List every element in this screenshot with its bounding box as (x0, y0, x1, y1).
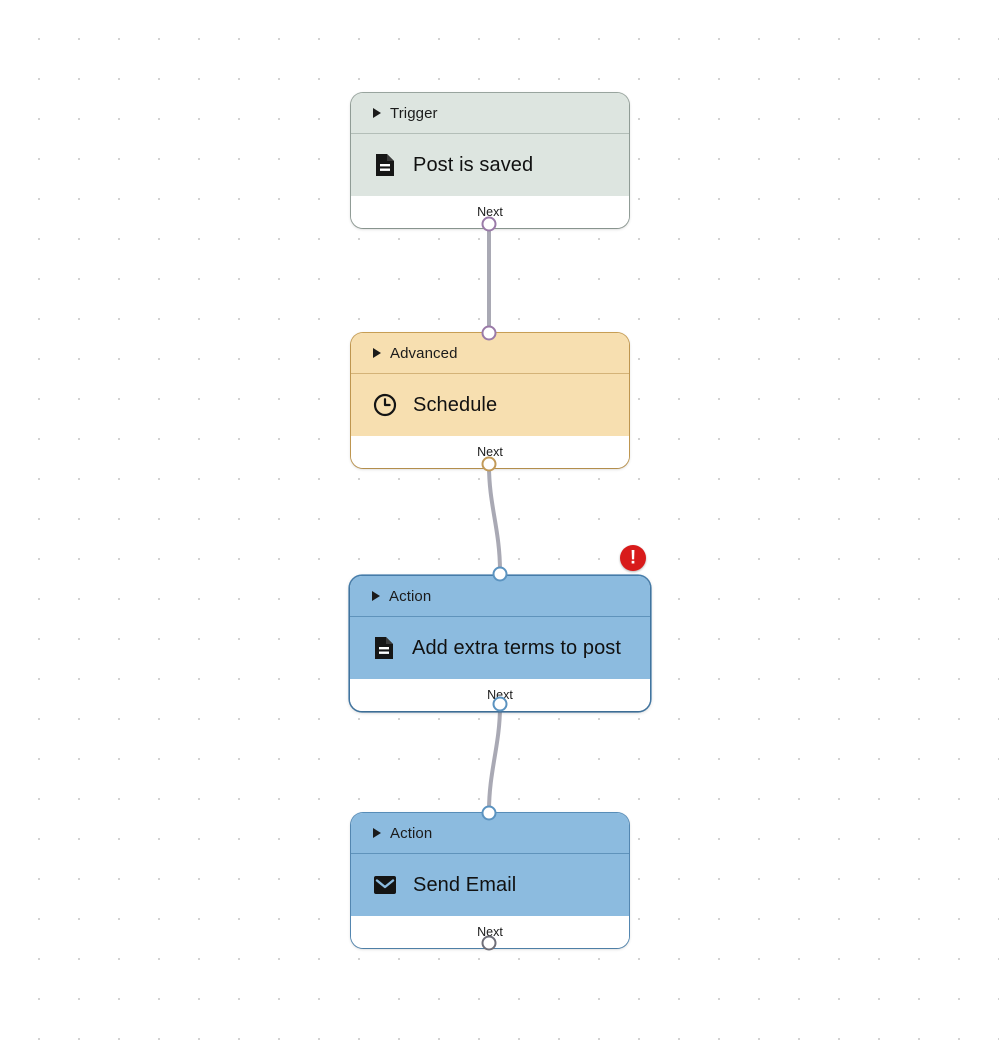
node-title: Add extra terms to post (412, 636, 622, 659)
chevron-right-icon[interactable] (373, 348, 381, 358)
node-title: Schedule (413, 393, 498, 416)
node-body[interactable]: Post is saved (351, 134, 629, 196)
node-title: Post is saved (413, 153, 534, 176)
output-port-action-terms[interactable] (492, 696, 508, 712)
document-icon (372, 636, 396, 660)
edge-advanced-to-action-terms (487, 464, 502, 573)
node-advanced-schedule[interactable]: Advanced Schedule Next (351, 333, 629, 468)
envelope-icon (373, 873, 397, 897)
chevron-right-icon[interactable] (372, 591, 380, 601)
error-badge-symbol: ! (629, 547, 637, 568)
clock-icon (373, 393, 397, 417)
node-action-send-email[interactable]: Action Send Email Next (351, 813, 629, 948)
output-port-advanced[interactable] (481, 456, 497, 472)
node-trigger-post-is-saved[interactable]: Trigger Post is saved Next (351, 93, 629, 228)
node-header[interactable]: Action (350, 576, 650, 616)
node-divider (351, 853, 629, 854)
edge-action-terms-to-send-email (487, 704, 502, 813)
node-divider (350, 616, 650, 617)
input-port-advanced[interactable] (481, 325, 497, 341)
node-category-label: Trigger (390, 104, 438, 122)
node-title: Send Email (413, 873, 517, 896)
chevron-right-icon[interactable] (373, 828, 381, 838)
chevron-right-icon[interactable] (373, 108, 381, 118)
input-port-send-email[interactable] (481, 805, 497, 821)
input-port-action-terms[interactable] (492, 566, 508, 582)
node-divider (351, 133, 629, 134)
document-icon (373, 153, 397, 177)
node-category-label: Advanced (390, 344, 458, 362)
node-header[interactable]: Trigger (351, 93, 629, 133)
node-body[interactable]: Send Email (351, 854, 629, 916)
node-divider (351, 373, 629, 374)
node-action-add-extra-terms[interactable]: Action Add extra terms to post Next (350, 576, 650, 711)
node-category-label: Action (390, 824, 433, 842)
node-category-label: Action (389, 587, 432, 605)
node-body[interactable]: Schedule (351, 374, 629, 436)
error-badge[interactable]: ! (620, 545, 646, 571)
output-port-send-email[interactable] (481, 935, 497, 951)
output-port-trigger[interactable] (481, 216, 497, 232)
node-body[interactable]: Add extra terms to post (350, 617, 650, 679)
